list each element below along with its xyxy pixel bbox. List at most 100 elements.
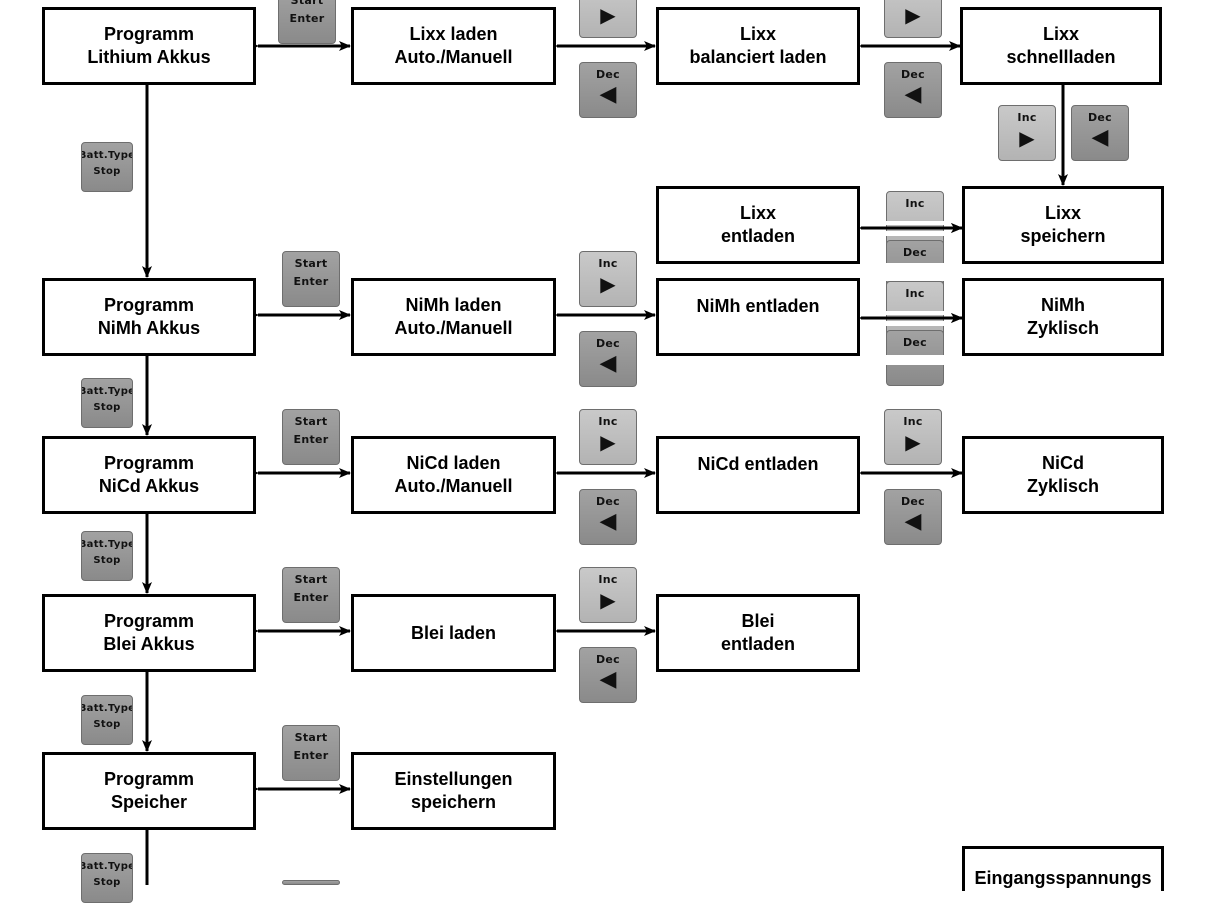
- box-eingangsspannungs: Eingangsspannungs: [962, 846, 1164, 891]
- button-label-stop: Stop: [93, 555, 121, 566]
- dec-button: Dec ◀: [884, 62, 942, 118]
- left-triangle-icon: ◀: [1091, 125, 1109, 150]
- box-line: NiCd entladen: [697, 454, 819, 474]
- start-enter-button: Start Enter: [282, 725, 340, 781]
- box-lixx-schnell: Lixx schnellladen: [960, 7, 1162, 85]
- box-lixx-entladen: Lixx entladen: [656, 186, 860, 264]
- box-line: NiMh Akkus: [97, 318, 201, 338]
- box-nimh-zyklisch: NiMh Zyklisch: [962, 278, 1164, 356]
- right-triangle-icon: ▶: [905, 430, 921, 454]
- left-triangle-icon: ◀: [904, 509, 922, 534]
- box-line: speichern: [1020, 226, 1106, 246]
- button-label-dec: Dec: [595, 495, 620, 508]
- button-label-dec: Dec: [1087, 111, 1112, 124]
- right-triangle-icon: ▶: [905, 3, 921, 27]
- inc-button: Inc ▶: [579, 409, 637, 465]
- box-line: entladen: [720, 226, 795, 246]
- button-label-start: Start: [294, 731, 328, 744]
- box-nimh-laden: NiMh laden Auto./Manuell: [351, 278, 556, 356]
- arrow-gap: [884, 231, 946, 236]
- box-nimh-entladen: NiMh entladen: [656, 278, 860, 356]
- start-enter-button: Start Enter: [282, 567, 340, 623]
- box-lixx-laden: Lixx laden Auto./Manuell: [351, 7, 556, 85]
- arrow-gap: [884, 263, 946, 281]
- box-blei-entladen: Blei entladen: [656, 594, 860, 672]
- box-line: NiMh entladen: [696, 296, 820, 316]
- button-label-stop: Stop: [93, 719, 121, 730]
- batt-type-stop-button: Batt.Type Stop: [81, 695, 133, 745]
- box-lixx-balanciert: Lixx balanciert laden: [656, 7, 860, 85]
- button-label-inc: Inc: [905, 197, 925, 210]
- box-line: Speicher: [110, 792, 188, 812]
- box-line: Zyklisch: [1026, 476, 1100, 496]
- button-label-dec: Dec: [902, 336, 927, 349]
- start-enter-button: Start Enter: [282, 409, 340, 465]
- box-line: Zyklisch: [1026, 318, 1100, 338]
- inc-button: Inc ▶: [579, 0, 637, 38]
- button-label-start: Start: [290, 0, 324, 7]
- button-label-start: Start: [294, 257, 328, 270]
- box-programm-nicd: Programm NiCd Akkus: [42, 436, 256, 514]
- right-triangle-icon: ▶: [600, 430, 616, 454]
- arrow-gap: [884, 311, 946, 315]
- button-label-inc: Inc: [903, 0, 922, 1]
- box-line: NiCd laden: [406, 453, 501, 473]
- box-programm-blei: Programm Blei Akkus: [42, 594, 256, 672]
- box-line: Einstellungen: [394, 769, 513, 789]
- box-line: NiCd: [1042, 453, 1084, 473]
- button-label-dec: Dec: [595, 68, 620, 81]
- button-label-dec: Dec: [595, 653, 620, 666]
- button-label-dec: Dec: [902, 246, 927, 259]
- inc-button: Inc ▶: [884, 0, 942, 38]
- dec-button: Dec ◀: [579, 489, 637, 545]
- box-nicd-entladen: NiCd entladen: [656, 436, 860, 514]
- start-enter-button: Start Enter: [282, 251, 340, 307]
- dec-button: Dec ◀: [579, 62, 637, 118]
- button-label-enter: Enter: [293, 591, 329, 604]
- batt-type-stop-button: Batt.Type Stop: [81, 142, 133, 192]
- batt-type-stop-button: Batt.Type Stop: [81, 378, 133, 428]
- arrow-gap: [884, 321, 946, 326]
- button-label-inc: Inc: [1017, 111, 1037, 124]
- right-triangle-icon: ▶: [1019, 126, 1035, 150]
- batt-type-stop-button: Batt.Type Stop: [81, 531, 133, 581]
- box-line: Lixx: [739, 24, 777, 44]
- box-line: Lixx: [739, 203, 777, 223]
- button-label-batt-type: Batt.Type: [81, 703, 133, 714]
- left-triangle-icon: ◀: [599, 667, 617, 692]
- box-line: Programm: [103, 611, 195, 631]
- box-line: Blei: [741, 611, 775, 631]
- box-line: NiMh: [1041, 295, 1085, 315]
- inc-button: Inc ▶: [579, 251, 637, 307]
- box-line: NiCd Akkus: [98, 476, 200, 496]
- box-line: Lithium Akkus: [87, 47, 211, 67]
- right-triangle-icon: ▶: [600, 3, 616, 27]
- box-line: Auto./Manuell: [394, 47, 513, 67]
- inc-button: Inc: [886, 281, 944, 337]
- button-label-enter: Enter: [293, 749, 329, 762]
- button-label-batt-type: Batt.Type: [81, 539, 133, 550]
- start-enter-button: [282, 880, 340, 885]
- button-label-enter: Enter: [289, 12, 325, 25]
- batt-type-stop-button: Batt.Type Stop: [81, 853, 133, 903]
- box-line: Programm: [103, 24, 195, 44]
- box-line: Lixx: [1042, 24, 1080, 44]
- button-label-inc: Inc: [905, 287, 925, 300]
- box-line: Lixx laden: [409, 24, 498, 44]
- dec-button: Dec ◀: [884, 489, 942, 545]
- box-line: Blei laden: [410, 622, 497, 643]
- button-label-stop: Stop: [93, 166, 121, 177]
- box-line: Programm: [103, 295, 195, 315]
- box-programm-nimh: Programm NiMh Akkus: [42, 278, 256, 356]
- inc-button: Inc: [886, 191, 944, 247]
- box-programm-lithium: Programm Lithium Akkus: [42, 7, 256, 85]
- button-label-enter: Enter: [293, 433, 329, 446]
- box-line: Auto./Manuell: [394, 318, 513, 338]
- left-triangle-icon: ◀: [599, 351, 617, 376]
- box-line: Blei Akkus: [103, 634, 195, 654]
- right-triangle-icon: ▶: [600, 588, 616, 612]
- inc-button: Inc ▶: [998, 105, 1056, 161]
- box-line: entladen: [720, 634, 795, 654]
- button-label-start: Start: [294, 415, 328, 428]
- box-line: Lixx: [1044, 203, 1082, 223]
